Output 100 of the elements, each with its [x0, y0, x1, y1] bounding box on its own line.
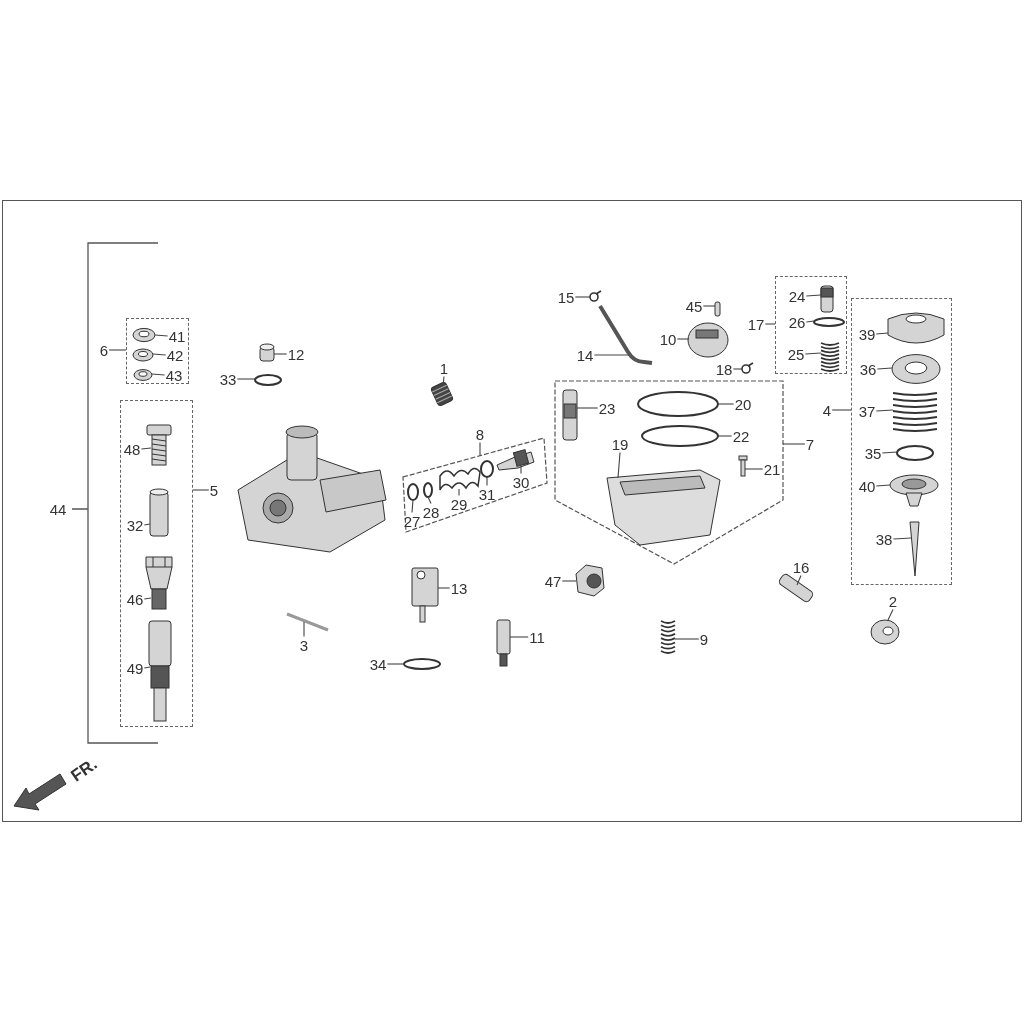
callout-number: 12 — [287, 346, 305, 362]
front-direction-label: FR. — [68, 756, 100, 784]
leader-line — [151, 373, 166, 376]
callout-number: 40 — [858, 478, 876, 494]
callout-number: 18 — [715, 361, 733, 377]
leader-line — [108, 349, 127, 351]
leader-line — [303, 621, 305, 638]
o-ring-drawing — [637, 391, 719, 417]
diaphragm-drawing — [889, 474, 939, 507]
leader-line — [676, 338, 690, 340]
callout-number: 38 — [875, 531, 893, 547]
spring-drawing — [439, 467, 481, 491]
callout-number: 4 — [822, 402, 832, 418]
callout-number: 19 — [611, 436, 629, 452]
leader-line — [875, 409, 894, 412]
clip-drawing — [741, 362, 754, 374]
callout-number: 10 — [659, 331, 677, 347]
jet-drawing — [496, 449, 535, 471]
leader-line — [805, 294, 822, 297]
callout-number: 35 — [864, 445, 882, 461]
callout-number: 30 — [512, 474, 530, 490]
dashed-group-box — [851, 298, 952, 585]
leader-line — [875, 332, 889, 335]
callout-number: 7 — [805, 436, 815, 452]
callout-number: 25 — [787, 346, 805, 362]
leader-line — [887, 608, 894, 621]
o-ring-drawing — [403, 658, 441, 670]
spring-drawing — [892, 392, 938, 432]
callout-number: 5 — [209, 482, 219, 498]
leader-line — [717, 403, 735, 405]
callout-number: 17 — [747, 316, 765, 332]
gasket-drawing — [641, 425, 719, 447]
leader-line — [782, 443, 806, 445]
o-ring-drawing — [254, 374, 282, 386]
leader-line — [154, 334, 169, 337]
hose-drawing — [598, 304, 653, 365]
jet-drawing — [820, 285, 834, 313]
callout-number: 23 — [598, 400, 616, 416]
float-bowl-drawing — [606, 469, 721, 546]
o-ring-drawing — [423, 482, 433, 498]
leader-line — [576, 407, 599, 409]
plug-drawing — [259, 343, 275, 362]
leader-line — [479, 441, 481, 457]
pin-drawing — [714, 301, 721, 317]
o-ring-drawing — [813, 317, 845, 327]
dashed-group-box — [126, 318, 189, 384]
leader-line — [386, 663, 405, 665]
callout-number: 13 — [450, 580, 468, 596]
leader-line — [881, 451, 898, 454]
callout-number: 47 — [544, 573, 562, 589]
leader-line — [574, 296, 591, 298]
plate-drawing — [891, 354, 941, 384]
callout-number: 3 — [299, 637, 309, 653]
leader-line — [831, 409, 852, 411]
leader-line — [561, 580, 577, 582]
seal-drawing — [896, 445, 934, 461]
leader-line — [236, 378, 256, 380]
callout-number: 1 — [439, 360, 449, 376]
leader-line — [717, 435, 733, 437]
callout-number: 37 — [858, 403, 876, 419]
callout-number: 48 — [123, 441, 141, 457]
o-ring-drawing — [407, 483, 419, 501]
leader-line — [744, 468, 764, 470]
leader-line — [140, 447, 152, 450]
callout-number: 43 — [165, 367, 183, 383]
leader-line — [509, 636, 529, 638]
leader-line — [437, 587, 451, 589]
o-ring-drawing — [480, 460, 494, 478]
callout-number: 42 — [166, 347, 184, 363]
leader-line — [702, 305, 716, 307]
leader-line — [804, 352, 822, 355]
cap-drawing — [887, 312, 945, 344]
callout-number: 49 — [126, 660, 144, 676]
leader-line — [593, 354, 630, 356]
leader-line — [143, 666, 151, 669]
leader-line — [143, 523, 151, 526]
leader-line — [273, 353, 288, 355]
callout-number: 27 — [403, 513, 421, 529]
leader-line — [192, 489, 210, 491]
leader-line — [674, 638, 700, 640]
leader-line — [458, 488, 460, 497]
leader-line — [875, 484, 891, 487]
callout-number: 44 — [49, 501, 67, 517]
callout-number: 21 — [763, 461, 781, 477]
screw-drawing — [562, 389, 578, 441]
callout-number: 22 — [732, 428, 750, 444]
callout-number: 8 — [475, 426, 485, 442]
dashed-group-box — [120, 400, 193, 727]
callout-number: 16 — [792, 559, 810, 575]
bushing-drawing — [870, 619, 900, 645]
callout-number: 15 — [557, 289, 575, 305]
leader-line — [143, 597, 152, 600]
leader-line — [764, 323, 776, 325]
leader-line — [152, 353, 167, 356]
washer-drawing — [132, 348, 154, 362]
sleeve-drawing — [149, 488, 169, 537]
callout-number: 32 — [126, 517, 144, 533]
callout-number: 11 — [529, 629, 545, 645]
screw-drawing — [146, 424, 172, 466]
callout-number: 14 — [576, 347, 594, 363]
